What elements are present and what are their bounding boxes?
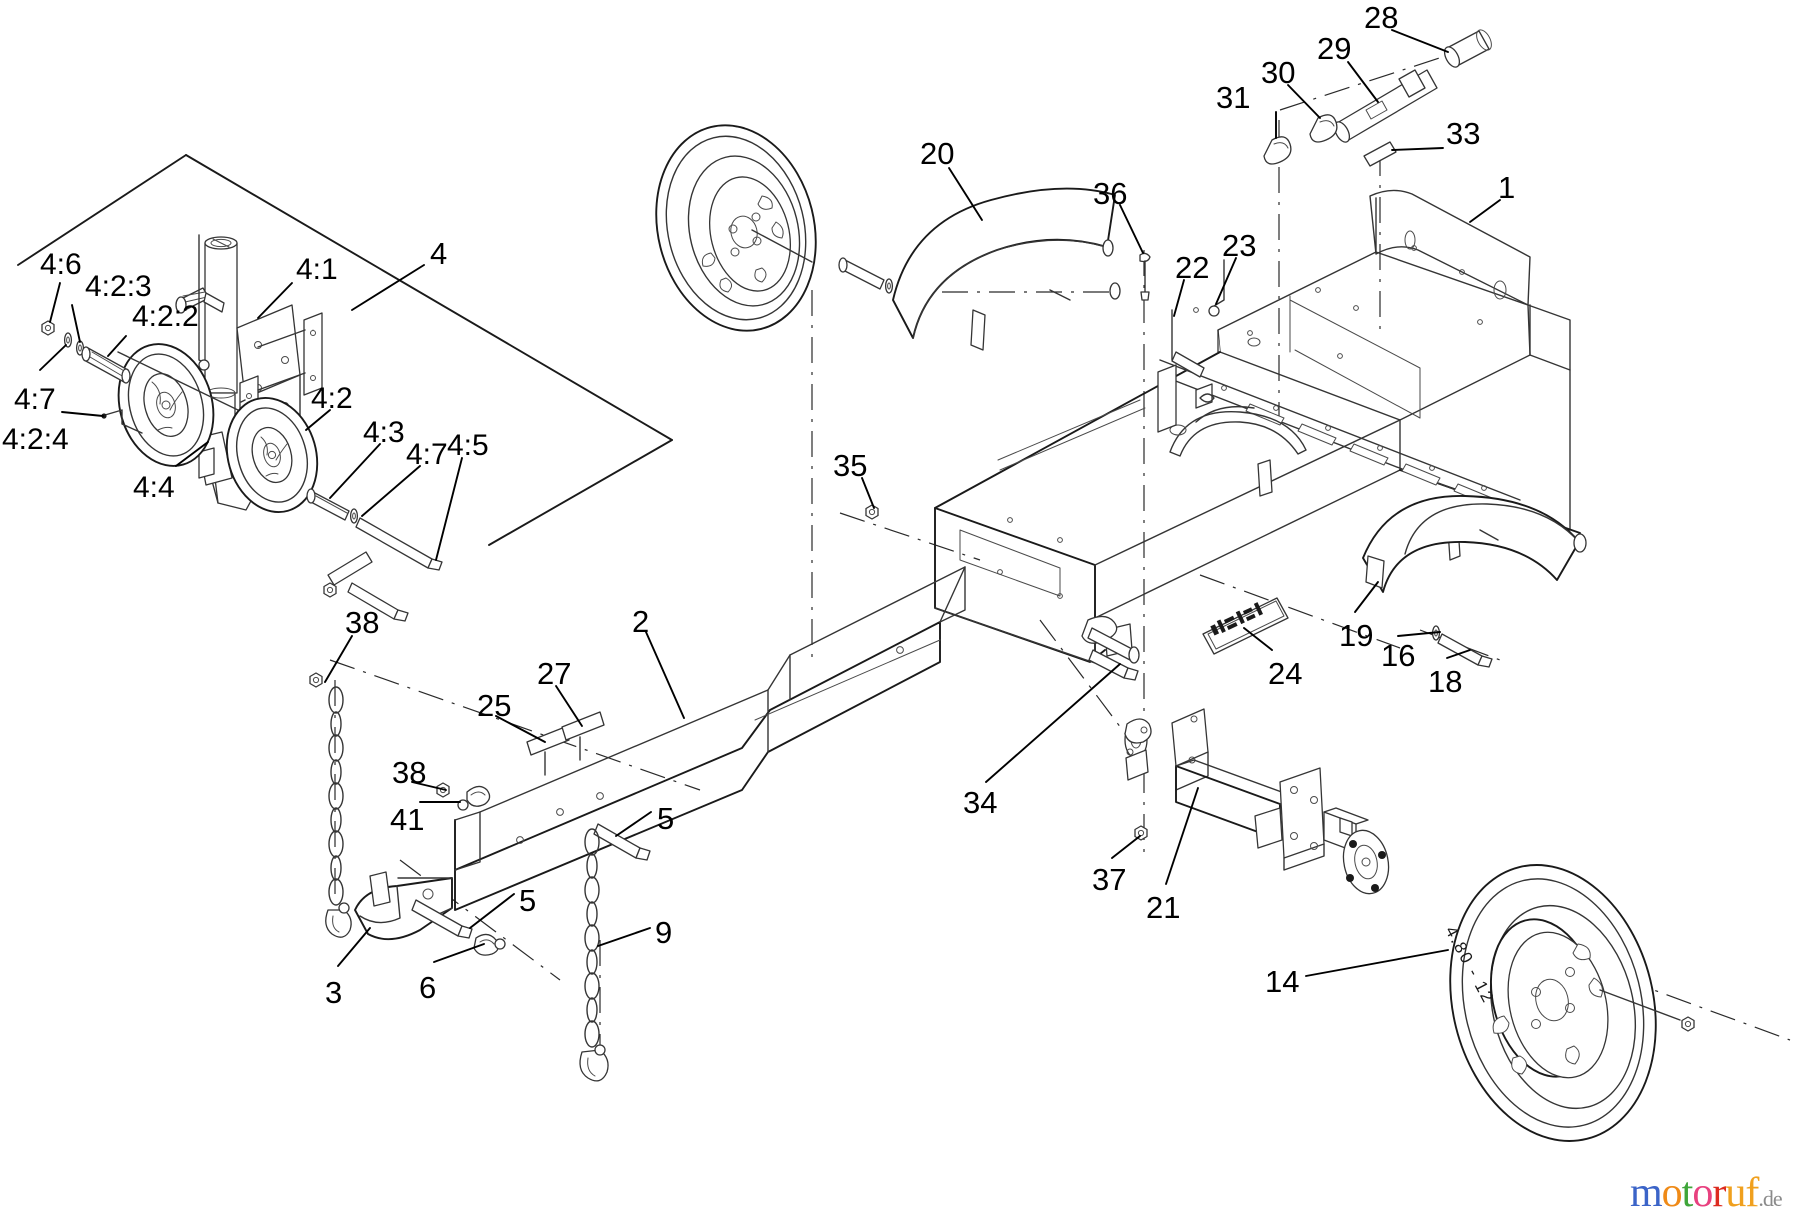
callout-4: 4 <box>430 236 448 271</box>
callout-4-7: 4:7 <box>14 383 56 416</box>
callout-35: 35 <box>833 448 868 483</box>
watermark-suffix: .de <box>1758 1186 1782 1211</box>
callout-25: 25 <box>477 688 512 723</box>
callout-6: 6 <box>419 970 437 1005</box>
callout-4-7: 4:7 <box>406 438 448 471</box>
callout-20: 20 <box>920 136 955 171</box>
callout-37: 37 <box>1092 862 1127 897</box>
callout-4-1: 4:1 <box>296 253 338 286</box>
callout-24: 24 <box>1268 656 1303 691</box>
callout-23: 23 <box>1222 228 1257 263</box>
callout-33: 33 <box>1446 116 1481 151</box>
callout-22: 22 <box>1175 250 1210 285</box>
callout-2: 2 <box>632 604 650 639</box>
watermark-letter-5: u <box>1725 1170 1746 1216</box>
watermark-letter-6: f <box>1745 1170 1759 1216</box>
callout-14: 14 <box>1265 964 1300 999</box>
callout-16: 16 <box>1381 638 1416 673</box>
watermark-letter-2: t <box>1681 1170 1694 1216</box>
callout-21: 21 <box>1146 890 1181 925</box>
callout-28: 28 <box>1364 0 1399 35</box>
callout-4-2-3: 4:2:3 <box>85 270 152 303</box>
callout-5: 5 <box>519 883 537 918</box>
watermark-letter-1: o <box>1661 1170 1683 1216</box>
watermark-letter-3: o <box>1692 1170 1713 1216</box>
callout-19: 19 <box>1339 618 1374 653</box>
callout-36: 36 <box>1093 176 1128 211</box>
callout-1: 1 <box>1498 170 1516 205</box>
callout-4-3: 4:3 <box>363 416 405 449</box>
callout-3: 3 <box>325 975 343 1010</box>
callout-4-2-2: 4:2:2 <box>132 300 199 333</box>
watermark-letter-4: r <box>1712 1170 1726 1216</box>
callout-4-6: 4:6 <box>40 248 82 281</box>
callout-38: 38 <box>392 755 427 790</box>
callout-9: 9 <box>655 915 673 950</box>
callout-4-4: 4:4 <box>133 471 175 504</box>
callout-4-5: 4:5 <box>447 429 489 462</box>
callout-38: 38 <box>345 605 380 640</box>
callout-27: 27 <box>537 656 572 691</box>
callout-34: 34 <box>963 785 998 820</box>
site-watermark: motoruf.de <box>1630 1170 1783 1216</box>
callout-30: 30 <box>1261 55 1296 90</box>
callout-31: 31 <box>1216 80 1251 115</box>
watermark-letter-0: m <box>1630 1170 1663 1216</box>
callout-41: 41 <box>390 802 425 837</box>
callout-4-2: 4:2 <box>311 382 353 415</box>
callout-29: 29 <box>1317 31 1352 66</box>
callout-18: 18 <box>1428 664 1463 699</box>
callout-4-2-4: 4:2:4 <box>2 423 69 456</box>
callout-5: 5 <box>657 801 675 836</box>
